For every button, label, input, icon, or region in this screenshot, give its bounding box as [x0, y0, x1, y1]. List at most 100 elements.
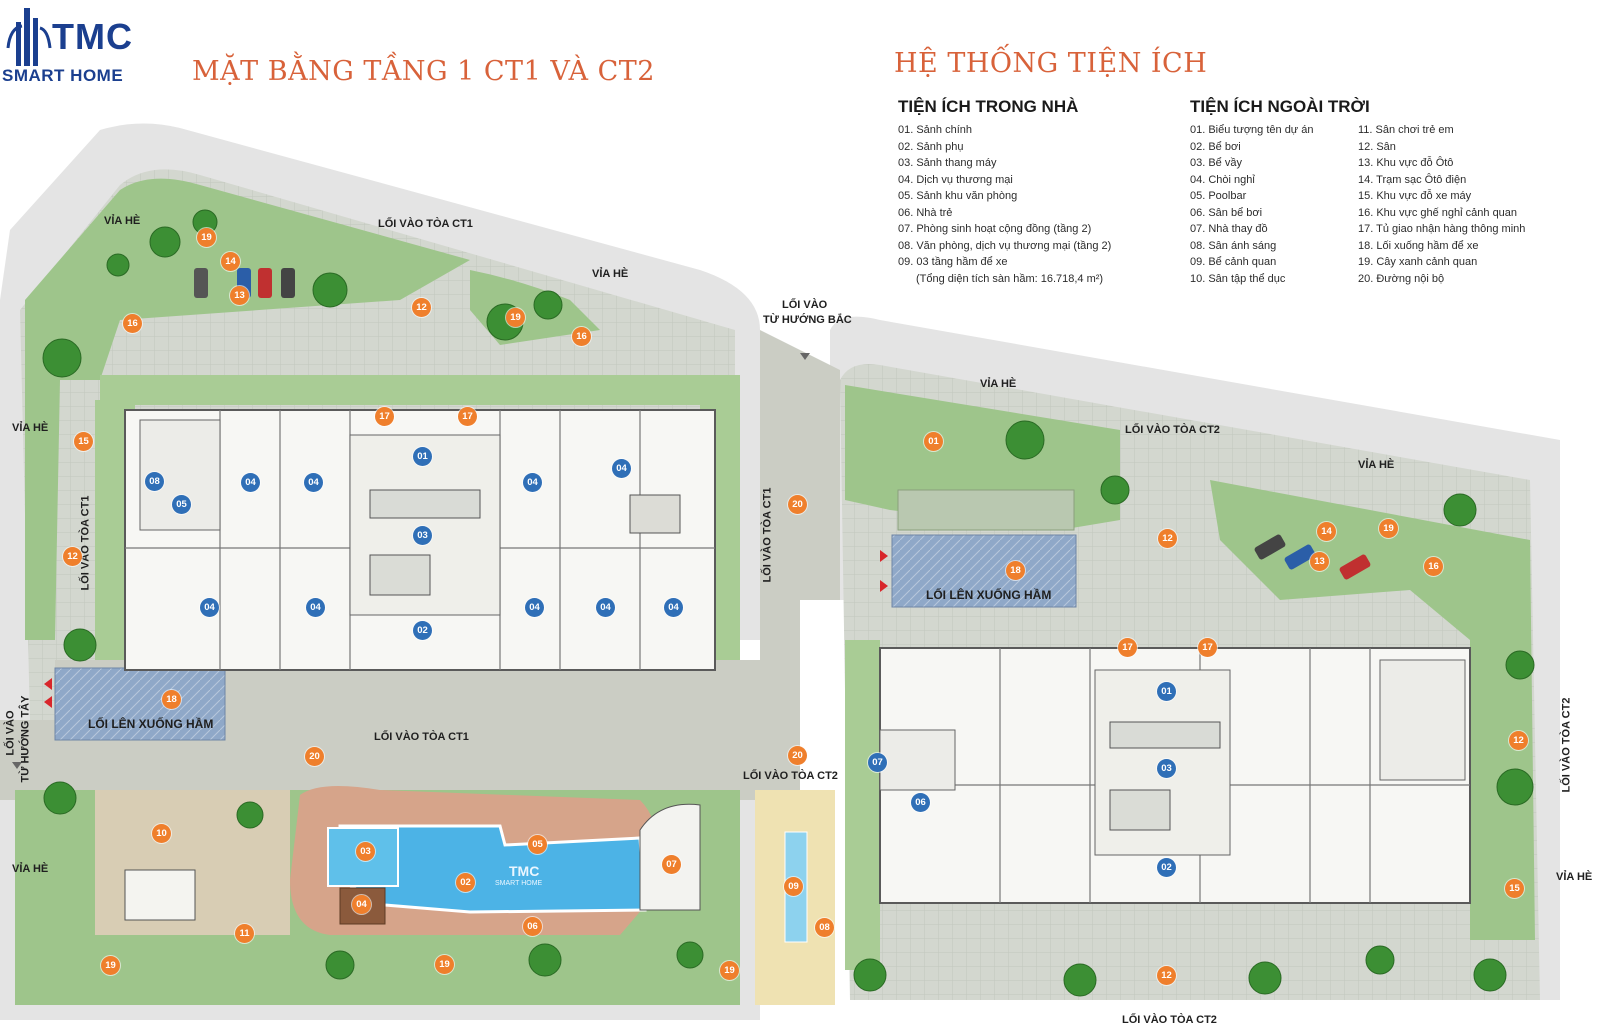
- ct1-lawn-nw: [25, 178, 470, 641]
- tree-canopies: [42, 209, 1535, 997]
- sidewalk-label: VỈA HÈ: [104, 215, 141, 227]
- amenities-title: HỆ THỐNG TIỆN ÍCH: [894, 48, 1208, 79]
- legend-item: 05. Poolbar: [1190, 190, 1247, 202]
- indoor-marker: 07: [868, 753, 887, 772]
- gym-building: [124, 869, 196, 921]
- building-logo-icon: [6, 8, 52, 66]
- legend-item: 11. Sân chơi trẻ em: [1358, 124, 1454, 136]
- legend-item: 14. Trạm sạc Ôtô điện: [1358, 173, 1467, 186]
- legend-item: 07. Nhà thay đồ: [1190, 223, 1268, 235]
- outdoor-marker: 16: [1424, 557, 1443, 576]
- outdoor-marker: 18: [162, 690, 181, 709]
- outdoor-marker: 17: [1118, 638, 1137, 657]
- indoor-heading: TIỆN ÍCH TRONG NHÀ: [898, 97, 1079, 116]
- outdoor-marker: 11: [235, 924, 254, 943]
- legend-item: 09. Bể cảnh quan: [1190, 256, 1277, 268]
- brand-tagline: SMART HOME: [2, 66, 124, 85]
- west-entrance-label: LỐI VÀO: [4, 710, 17, 756]
- entrance-label-ct2: LỐI VÀO TÒA CT2: [1125, 424, 1220, 436]
- entrance-label-ct2: LỐI VÀO TÒA CT2: [1122, 1014, 1217, 1026]
- outdoor-marker: 17: [1198, 638, 1217, 657]
- outdoor-heading: TIỆN ÍCH NGOÀI TRỜI: [1190, 97, 1370, 116]
- indoor-marker: 04: [596, 598, 615, 617]
- legend-item: 13. Khu vực đỗ Ôtô: [1358, 157, 1454, 169]
- ramp-label-ct2: LỐI LÊN XUỐNG HẦM: [926, 588, 1052, 602]
- indoor-marker: 03: [413, 526, 432, 545]
- indoor-marker: 04: [612, 459, 631, 478]
- sidewalk-label: VỈA HÈ: [592, 268, 629, 280]
- legend-item: 08. Sân ánh sáng: [1190, 239, 1277, 252]
- outdoor-marker: 07: [662, 855, 681, 874]
- indoor-marker: 04: [523, 473, 542, 492]
- outdoor-marker: 17: [375, 407, 394, 426]
- legend-item: 19. Cây xanh cảnh quan: [1358, 256, 1478, 268]
- outdoor-marker: 15: [74, 432, 93, 451]
- outdoor-marker: 13: [230, 286, 249, 305]
- legend-item: 09. 03 tầng hầm để xe: [898, 256, 1008, 268]
- outdoor-marker: 10: [152, 824, 171, 843]
- outdoor-marker: 19: [720, 961, 739, 980]
- indoor-legend: 01. Sảnh chính 02. Sảnh phụ 03. Sảnh tha…: [898, 122, 1111, 287]
- legend-item: 17. Tủ giao nhận hàng thông minh: [1358, 223, 1526, 235]
- indoor-marker: 04: [200, 598, 219, 617]
- entrance-label-ct2: LỐI VÀO TÒA CT2: [743, 770, 838, 782]
- outdoor-marker: 09: [784, 877, 803, 896]
- legend-item: 20. Đường nội bộ: [1358, 272, 1445, 285]
- outdoor-marker: 12: [1509, 731, 1528, 750]
- sidewalk-label: VỈA HÈ: [12, 863, 49, 875]
- legend-item: 05. Sảnh khu văn phòng: [898, 190, 1018, 202]
- outdoor-marker: 16: [123, 314, 142, 333]
- outdoor-marker: 05: [528, 835, 547, 854]
- ct1-lawn-strip: [100, 375, 740, 405]
- legend-note: (Tổng diện tích sàn hầm: 16.718,4 m²): [916, 272, 1104, 285]
- legend-item: 16. Khu vực ghế nghỉ cảnh quan: [1358, 206, 1518, 219]
- indoor-marker: 04: [304, 473, 323, 492]
- pool-logo-sub: SMART HOME: [495, 880, 543, 887]
- outdoor-marker: 03: [356, 842, 375, 861]
- outdoor-marker: 19: [435, 955, 454, 974]
- outdoor-marker: 19: [1379, 519, 1398, 538]
- legend-item: 06. Sân bể bơi: [1190, 206, 1263, 219]
- entrance-label-ct1: LỐI VÀO TÒA CT1: [378, 218, 473, 230]
- legend-item: 04. Dịch vụ thương mại: [898, 173, 1013, 186]
- outdoor-marker: 20: [788, 495, 807, 514]
- outdoor-marker: 14: [1317, 522, 1336, 541]
- legend-item: 18. Lối xuống hầm để xe: [1358, 239, 1479, 252]
- indoor-marker: 01: [413, 447, 432, 466]
- north-entrance-label: LỐI VÀO: [782, 299, 828, 311]
- legend-item: 04. Chòi nghỉ: [1190, 173, 1255, 186]
- outdoor-marker: 13: [1310, 552, 1329, 571]
- sidewalk-label: VỈA HÈ: [1358, 459, 1395, 471]
- brand-logo: [6, 8, 52, 73]
- legend-item: 03. Bể vầy: [1190, 157, 1242, 169]
- north-entrance-label: TỪ HƯỚNG BẮC: [763, 314, 852, 326]
- outdoor-legend-col2: 11. Sân chơi trẻ em 12. Sân 13. Khu vực …: [1358, 122, 1525, 287]
- legend-item: 02. Sảnh phụ: [898, 140, 964, 153]
- outdoor-marker: 16: [572, 327, 591, 346]
- outdoor-marker: 06: [523, 917, 542, 936]
- outdoor-marker: 08: [815, 918, 834, 937]
- outdoor-marker: 19: [506, 308, 525, 327]
- outdoor-marker: 12: [63, 547, 82, 566]
- indoor-marker: 04: [525, 598, 544, 617]
- outdoor-marker: 12: [1157, 966, 1176, 985]
- pond-ct1: [897, 489, 1075, 531]
- outdoor-marker: 19: [197, 228, 216, 247]
- indoor-marker: 03: [1157, 759, 1176, 778]
- sidewalk-label: VỈA HÈ: [980, 378, 1017, 390]
- outdoor-marker: 02: [456, 873, 475, 892]
- legend-item: 07. Phòng sinh hoạt cộng đồng (tầng 2): [898, 223, 1092, 235]
- entrance-label-ct1: LỐI VÀO TÒA CT1: [374, 731, 469, 743]
- indoor-marker: 02: [1157, 858, 1176, 877]
- legend-item: 06. Nhà trẻ: [898, 206, 953, 219]
- entrance-label-ct2: LỐI VÀO TÒA CT2: [1560, 697, 1573, 793]
- brand-name: TMC: [52, 16, 133, 57]
- entrance-label-ct1: LỐI VÀO TÒA CT1: [761, 487, 774, 583]
- indoor-marker: 02: [413, 621, 432, 640]
- indoor-marker: 01: [1157, 682, 1176, 701]
- outdoor-marker: 12: [412, 298, 431, 317]
- outdoor-marker: 18: [1006, 561, 1025, 580]
- entry-arrows: [44, 550, 888, 708]
- indoor-marker: 08: [145, 472, 164, 491]
- legend-item: 10. Sân tập thể dục: [1190, 272, 1286, 285]
